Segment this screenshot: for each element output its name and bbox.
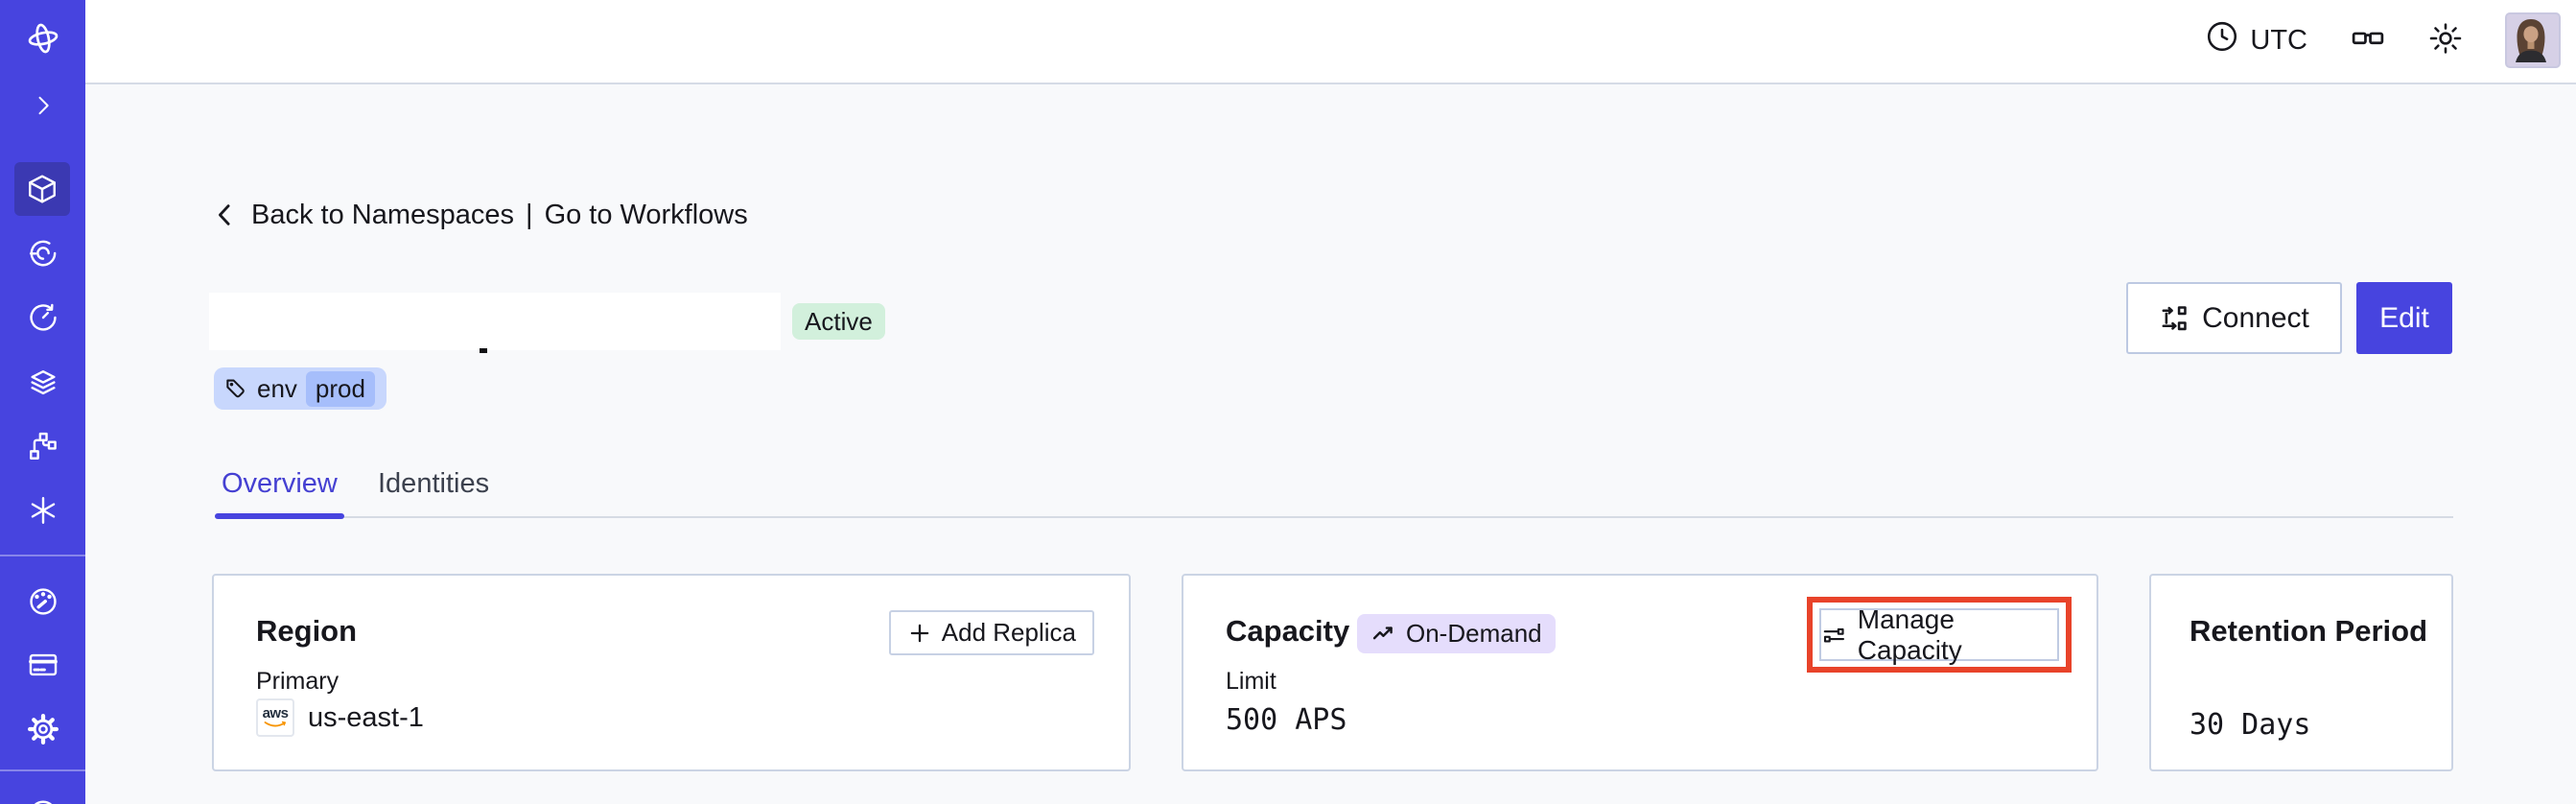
aws-logo-icon: aws [256, 698, 294, 737]
region-card-title: Region [256, 614, 358, 648]
edit-button[interactable]: Edit [2356, 282, 2452, 354]
layers-icon [30, 370, 56, 395]
topbar-right-cluster: UTC [2205, 0, 2561, 81]
sidebar-item-schedules[interactable] [0, 291, 85, 344]
gauge-icon [29, 588, 57, 615]
capacity-card-title: Capacity [1226, 614, 1350, 648]
sidebar-item-usage[interactable] [0, 575, 85, 628]
sidebar-item-workflow-branch[interactable] [0, 419, 85, 473]
avatar[interactable] [2505, 12, 2561, 68]
sidebar-item-asterisk[interactable] [0, 484, 85, 537]
history-clock-icon [29, 303, 57, 331]
trending-up-icon [1372, 626, 1393, 639]
breadcrumb-back-to-namespaces[interactable]: Back to Namespaces [251, 199, 515, 230]
sun-icon[interactable] [2428, 21, 2463, 60]
active-tab-underline [215, 513, 344, 519]
glasses-icon[interactable] [2350, 20, 2386, 61]
capacity-value: 500 APS [1226, 703, 1347, 737]
namespace-name-redacted [209, 293, 781, 350]
retention-card: Retention Period 30 Days [2149, 574, 2453, 771]
namespace-tag: env prod [214, 367, 386, 410]
breadcrumb: Back to Namespaces | Go to Workflows [211, 196, 748, 234]
status-badge: Active [792, 303, 885, 340]
region-card: Region Add Replica Primary aws us-east-1 [212, 574, 1131, 771]
topbar: UTC [85, 0, 2576, 84]
tag-icon [226, 379, 245, 398]
clock-icon [2205, 19, 2239, 61]
connect-flow-icon [2162, 305, 2187, 330]
ondemand-badge: On-Demand [1357, 614, 1556, 653]
sidebar-divider [0, 769, 85, 771]
plus-icon [910, 624, 929, 642]
temporal-logo-icon[interactable] [0, 12, 85, 65]
capacity-card: Capacity On-Demand Manage Capacity Limit… [1182, 574, 2098, 771]
swirl-icon [29, 240, 56, 267]
back-chevron-icon[interactable] [211, 201, 240, 229]
red-highlight-annotation: Manage Capacity [1807, 597, 2072, 673]
cube-icon [29, 175, 56, 203]
retention-value: 30 Days [2190, 708, 2311, 742]
breadcrumb-separator: | [526, 199, 533, 230]
region-primary-label: Primary [256, 668, 340, 695]
connect-button[interactable]: Connect [2126, 282, 2342, 354]
add-replica-button[interactable]: Add Replica [888, 610, 1094, 655]
tabs-divider-line [215, 516, 2453, 518]
tag-key: env [257, 373, 297, 403]
timezone-label: UTC [2250, 24, 2307, 56]
sidebar [0, 0, 85, 804]
sidebar-item-swirl[interactable] [0, 226, 85, 280]
timezone-selector[interactable]: UTC [2205, 19, 2307, 61]
sidebar-item-settings[interactable] [0, 702, 85, 756]
tab-overview[interactable]: Overview [222, 468, 338, 499]
sidebar-item-support[interactable] [0, 779, 85, 804]
namespace-name-remnant [480, 348, 487, 353]
capacity-limit-label: Limit [1226, 668, 1276, 695]
region-value-row: aws us-east-1 [256, 698, 424, 737]
sidebar-item-layers[interactable] [0, 355, 85, 409]
sidebar-divider [0, 555, 85, 556]
manage-capacity-button[interactable]: Manage Capacity [1819, 604, 2059, 665]
globe-icon [34, 800, 52, 804]
credit-card-icon [28, 653, 58, 676]
gear-icon [27, 713, 59, 745]
asterisk-icon [31, 497, 55, 524]
sidebar-expand-chevron-right-icon[interactable] [0, 79, 85, 132]
region-value: us-east-1 [308, 701, 424, 733]
sidebar-item-namespaces[interactable] [14, 162, 70, 216]
breadcrumb-go-to-workflows[interactable]: Go to Workflows [544, 199, 748, 230]
tab-identities[interactable]: Identities [378, 468, 490, 499]
retention-card-title: Retention Period [2190, 614, 2428, 648]
tag-value-chip: prod [305, 370, 375, 407]
branch-icon [29, 432, 57, 460]
sidebar-item-billing[interactable] [0, 638, 85, 692]
sliders-icon [1823, 627, 1845, 643]
